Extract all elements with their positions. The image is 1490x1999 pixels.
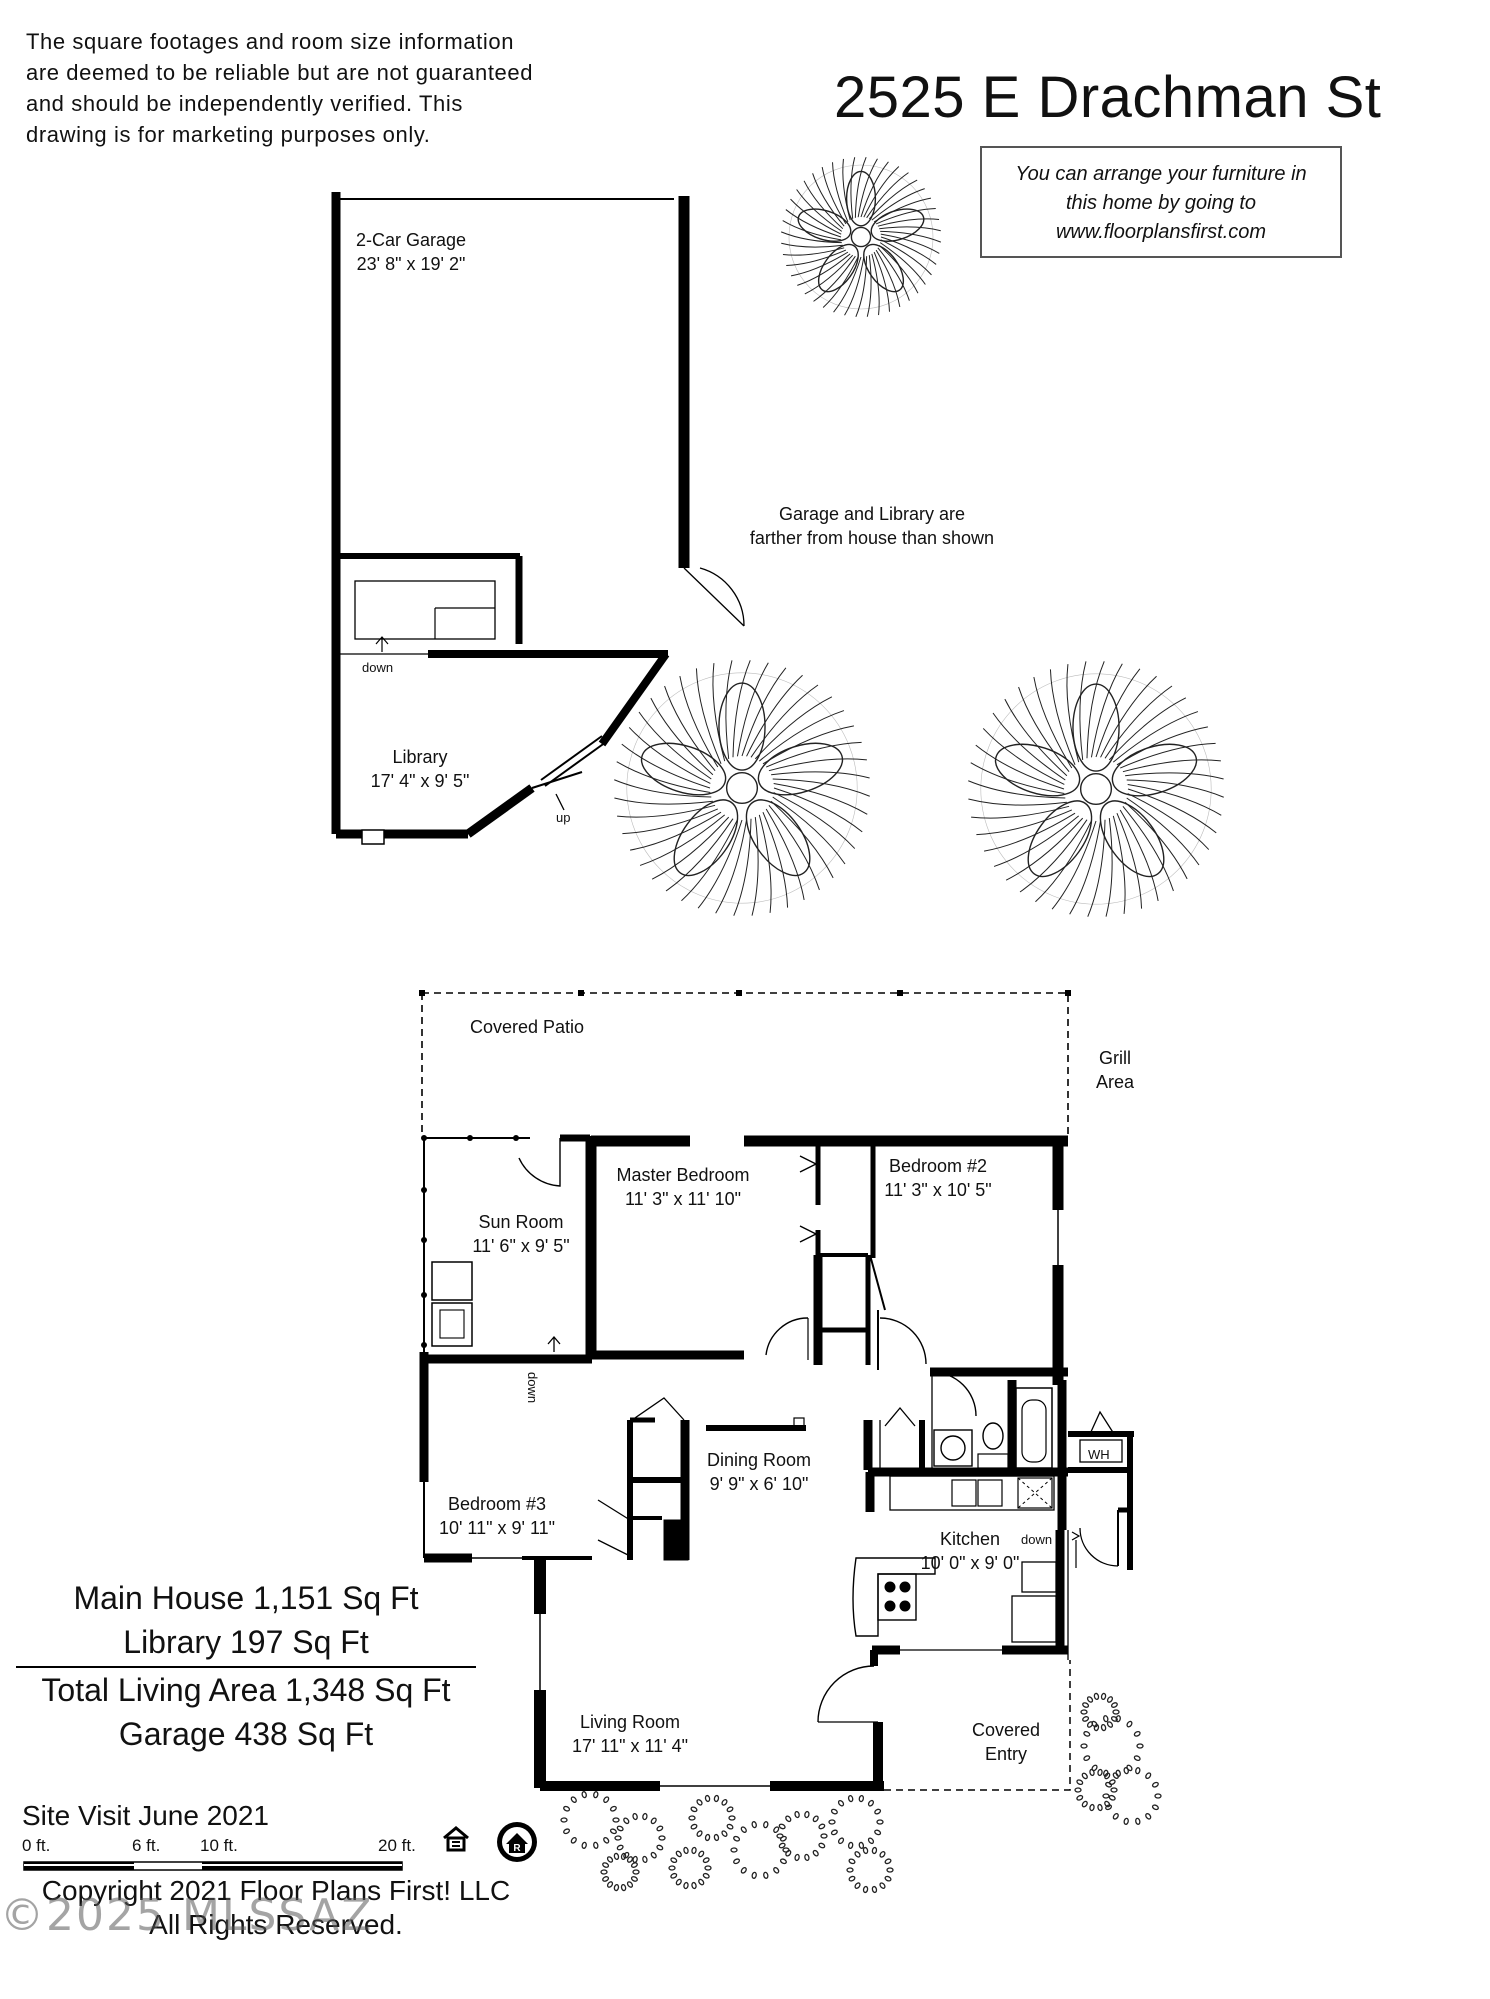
disclaimer: The square footages and room size inform… [26, 26, 586, 150]
garage-building [331, 192, 745, 845]
scale-tick-6: 6 ft. [132, 1836, 161, 1855]
stairs-down-label: down [1021, 1532, 1053, 1547]
total-living-area: Total Living Area 1,348 Sq Ft [41, 1672, 451, 1708]
shrub-icon [560, 1692, 1162, 1894]
promo-box: You can arrange your furniture in this h… [980, 146, 1342, 258]
main-house [419, 990, 1134, 1791]
library-area: Library 197 Sq Ft [16, 1620, 476, 1668]
library-label: Library 17' 4" x 9' 5" [360, 745, 480, 793]
covered-entry-label: Covered Entry [966, 1718, 1046, 1766]
room-size: 10' 11" x 9' 11" [438, 1518, 556, 1538]
covered-patio-label: Covered Patio [470, 1017, 585, 1037]
kitchen-size: 10' 0" x 9' 0" [920, 1553, 1020, 1573]
tree-icon [968, 661, 1224, 917]
copyright-line: Copyright 2021 Floor Plans First! LLC [41, 1875, 511, 1906]
room-size: 9' 9" x 6' 10" [709, 1474, 809, 1494]
room-size: 17' 11" x 11' 4" [571, 1736, 689, 1756]
tree-icon [780, 156, 942, 318]
scale-tick-20: 20 ft. [378, 1836, 416, 1855]
site-visit-date: Site Visit June 2021 [22, 1800, 269, 1831]
room-size: 17' 4" x 9' 5" [370, 771, 470, 791]
room-name: Living Room [579, 1712, 681, 1732]
kitchen-label: Kitchen [936, 1527, 1004, 1551]
main-house-area: Main House 1,151 Sq Ft [73, 1580, 419, 1616]
disclaimer-line: are deemed to be reliable but are not gu… [26, 60, 534, 85]
room-name: Library [392, 747, 448, 767]
stairs-up-label: up [556, 810, 571, 825]
copyright: Copyright 2021 Floor Plans First! LLC Al… [26, 1874, 526, 1942]
scale-bar [23, 1861, 403, 1871]
room-size: 23' 8" x 19' 2" [356, 254, 466, 274]
label-line: Covered [971, 1720, 1041, 1740]
living-room-label: Living Room 17' 11" x 11' 4" [562, 1710, 698, 1758]
distance-note: Garage and Library are farther from hous… [740, 502, 1004, 550]
room-name: 2-Car Garage [355, 230, 467, 250]
equal-housing-icon [442, 1826, 470, 1854]
note-line: farther from house than shown [749, 528, 995, 548]
label-line: Area [1095, 1072, 1135, 1092]
tree-icon [614, 660, 870, 916]
dining-room-label: Dining Room 9' 9" x 6' 10" [700, 1448, 818, 1496]
bedroom-3-label: Bedroom #3 10' 11" x 9' 11" [434, 1492, 560, 1540]
area-summary: Main House 1,151 Sq Ft Library 197 Sq Ft… [16, 1576, 476, 1756]
mls-watermark: ©2025 MLSSAZ [0, 1890, 374, 1941]
room-size: 11' 6" x 9' 5" [472, 1236, 570, 1256]
room-name: Dining Room [706, 1450, 812, 1470]
svg-text:R: R [513, 1843, 521, 1854]
garage-label: 2-Car Garage 23' 8" x 19' 2" [340, 228, 482, 276]
sun-room-label: Sun Room 11' 6" x 9' 5" [466, 1210, 576, 1258]
grill-area-label: Grill Area [1090, 1046, 1140, 1094]
room-name: Kitchen [939, 1529, 1001, 1549]
bedroom-2-label: Bedroom #2 11' 3" x 10' 5" [878, 1154, 998, 1202]
property-address: 2525 E Drachman St [834, 65, 1382, 130]
master-bedroom-label: Master Bedroom 11' 3" x 11' 10" [608, 1163, 758, 1211]
scale-tick-0: 0 ft. [22, 1836, 51, 1855]
stairs-down-label: down [525, 1372, 540, 1404]
label-line: Grill [1099, 1048, 1131, 1068]
promo-line: You can arrange your furniture in [1015, 163, 1307, 185]
stairs-down-label: down [362, 660, 394, 675]
room-name: Bedroom #3 [447, 1494, 547, 1514]
water-heater-label: WH [1088, 1447, 1110, 1462]
room-name: Master Bedroom [616, 1165, 750, 1185]
disclaimer-line: and should be independently verified. Th… [26, 91, 463, 116]
scale-tick-10: 10 ft. [200, 1836, 238, 1855]
room-size: 11' 3" x 10' 5" [884, 1180, 992, 1200]
room-name: Bedroom #2 [888, 1156, 988, 1176]
label-line: Entry [984, 1744, 1027, 1764]
disclaimer-line: The square footages and room size inform… [26, 29, 515, 54]
promo-line: this home by going to [1065, 192, 1257, 214]
realtor-icon: R [497, 1822, 537, 1862]
copyright-line: All Rights Reserved. [149, 1909, 403, 1940]
disclaimer-line: drawing is for marketing purposes only. [26, 122, 431, 147]
room-name: Sun Room [478, 1212, 564, 1232]
room-size: 11' 3" x 11' 10" [624, 1189, 742, 1209]
promo-link[interactable]: www.floorplansfirst.com [1055, 221, 1267, 243]
garage-area: Garage 438 Sq Ft [118, 1716, 374, 1752]
note-line: Garage and Library are [778, 504, 966, 524]
